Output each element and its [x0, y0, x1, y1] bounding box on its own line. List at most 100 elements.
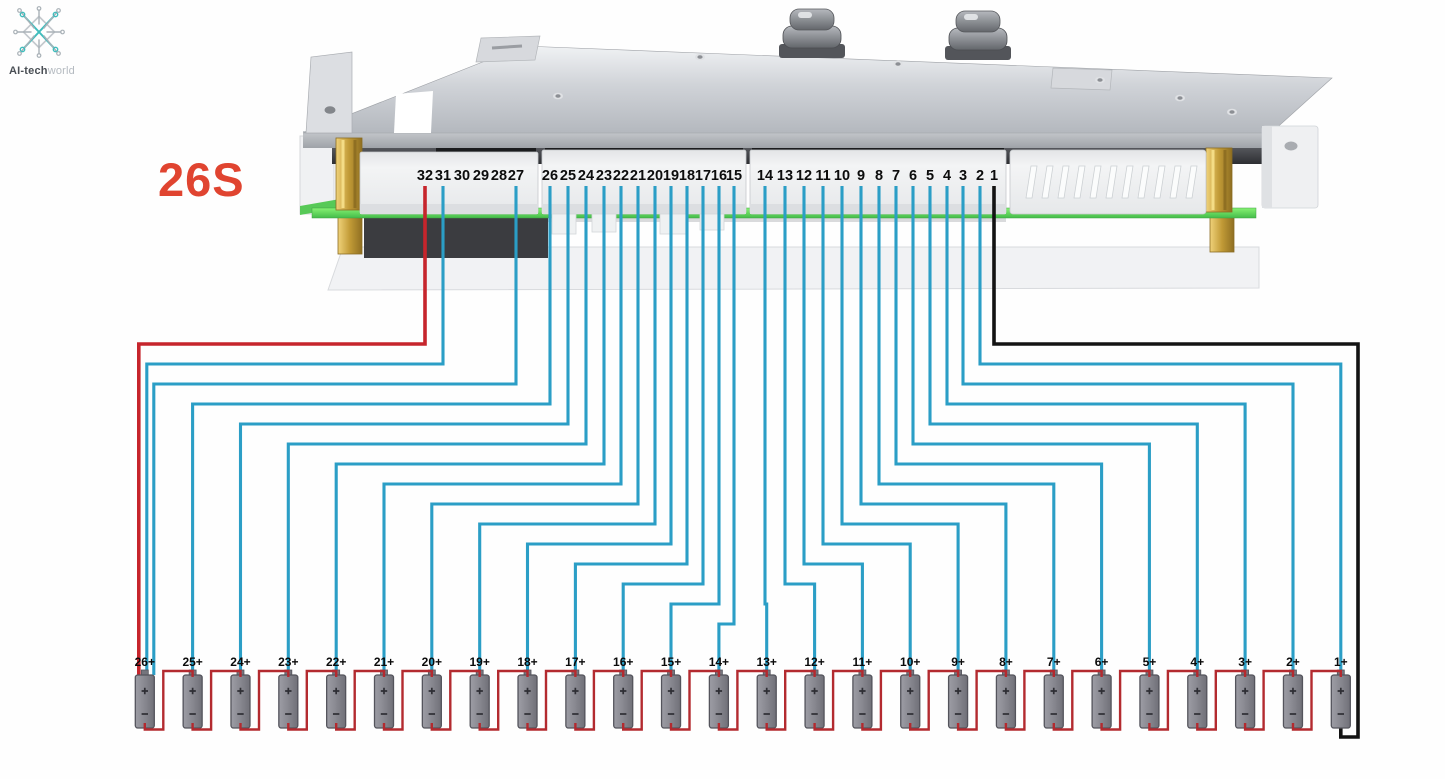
battery-label-25+: 25+ [182, 655, 202, 669]
battery-body [565, 674, 586, 729]
pin-label-28: 28 [491, 168, 507, 184]
battery-body [373, 674, 395, 729]
battery-cell-15+ [660, 669, 682, 729]
wire-pin23-to-22+ [334, 186, 606, 675]
plus-mark [1002, 687, 1010, 695]
pin-label-15: 15 [726, 168, 742, 184]
plate-notch [394, 91, 433, 133]
wire-pin17-to-16+ [621, 186, 705, 675]
wire-pin18-to-17+ [573, 186, 689, 675]
battery-body [613, 674, 634, 729]
battery-cell-4+ [1187, 669, 1208, 729]
terminal-post-right [945, 10, 1011, 60]
wire-pin13-to-12+ [783, 186, 817, 675]
series-link-26-25 [143, 669, 194, 731]
wire-pin12-to-11+ [802, 186, 864, 675]
battery-label-8+: 8+ [999, 655, 1013, 669]
battery-cell-19+ [469, 669, 490, 729]
standoff-gold-upper-right [1205, 147, 1233, 213]
series-link-13-12 [765, 669, 816, 731]
series-link-16-15 [622, 669, 673, 731]
pin-label-10: 10 [834, 168, 850, 184]
battery-label-19+: 19+ [470, 655, 490, 669]
series-link-3-2 [1243, 669, 1295, 731]
wires [137, 186, 1360, 739]
plus-mark [1337, 687, 1344, 695]
wire-pin21-to-20+ [430, 186, 640, 675]
series-link-8-7 [1004, 669, 1055, 731]
battery-body [900, 674, 921, 729]
harness-pin-slots [1025, 165, 1198, 199]
battery-body [469, 674, 490, 729]
battery-cell-26+ [134, 669, 155, 729]
plus-mark [237, 687, 244, 695]
wire-pin19-to-18+ [525, 186, 673, 675]
battery-body [1139, 674, 1160, 729]
battery-label-4+: 4+ [1190, 655, 1204, 669]
wire-pin10-to-9+ [840, 186, 960, 675]
series-link-17-16 [574, 669, 625, 731]
pin-label-29: 29 [473, 168, 489, 184]
battery-cell-7+ [1043, 669, 1064, 729]
wire-pin4-to-3+ [945, 186, 1247, 675]
wire-pin16-to-15+ [669, 186, 721, 675]
plus-mark [620, 687, 627, 695]
series-link-14-13 [717, 669, 768, 731]
pin-label-20: 20 [647, 168, 663, 184]
board-underside [364, 216, 548, 258]
series-link-22-21 [335, 669, 386, 731]
series-link-12-11 [813, 669, 864, 731]
series-link-23-22 [287, 669, 338, 731]
plus-mark [380, 687, 388, 695]
battery-body [947, 674, 969, 729]
pin-label-27: 27 [508, 168, 524, 184]
series-link-11-10 [861, 669, 912, 731]
pin-label-8: 8 [875, 168, 883, 184]
battery-cell-25+ [182, 669, 203, 729]
battery-body [517, 674, 538, 729]
battery-label-11+: 11+ [853, 655, 873, 669]
battery-body [660, 674, 682, 729]
battery-label-24+: 24+ [230, 655, 250, 669]
plate-front-face [303, 131, 1271, 148]
standoff-gold-lower-right [1209, 215, 1235, 253]
plus-mark [1289, 687, 1297, 695]
plus-mark [572, 687, 579, 695]
left-side-bracket [299, 135, 335, 215]
battery-body [278, 674, 299, 729]
battery-cell-23+ [278, 669, 299, 729]
battery-body [1091, 674, 1112, 729]
battery-body [1330, 674, 1351, 729]
harness-slot [1153, 165, 1166, 199]
battery-cell-6+ [1091, 669, 1112, 729]
wire-pin14-to-13+ [763, 186, 769, 675]
battery-cell-2+ [1282, 669, 1304, 729]
battery-body [326, 674, 347, 729]
battery-cell-10+ [900, 669, 921, 729]
pin-label-31: 31 [435, 168, 451, 184]
plus-mark [859, 687, 866, 695]
wire-pin22-to-21+ [382, 186, 623, 675]
battery-cell-8+ [995, 669, 1017, 729]
series-link-21-20 [382, 669, 433, 731]
harness-slot [1073, 165, 1086, 199]
plus-mark [332, 687, 340, 695]
battery-cell-17+ [565, 669, 586, 729]
series-link-7-6 [1052, 669, 1103, 731]
battery-body [1043, 674, 1064, 729]
plus-mark [907, 687, 914, 695]
pin-label-19: 19 [663, 168, 679, 184]
battery-label-1+: 1+ [1334, 655, 1348, 669]
battery-cell-13+ [756, 669, 777, 729]
battery-body [756, 674, 777, 729]
pin-label-2: 2 [976, 168, 984, 184]
battery-cell-11+ [852, 669, 873, 729]
series-link-5-4 [1148, 669, 1199, 731]
mounting-ear-left [305, 51, 353, 134]
battery-label-21+: 21+ [374, 655, 394, 669]
series-link-2-1 [1291, 669, 1342, 731]
battery-body [1282, 674, 1304, 729]
battery-label-3+: 3+ [1238, 655, 1252, 669]
